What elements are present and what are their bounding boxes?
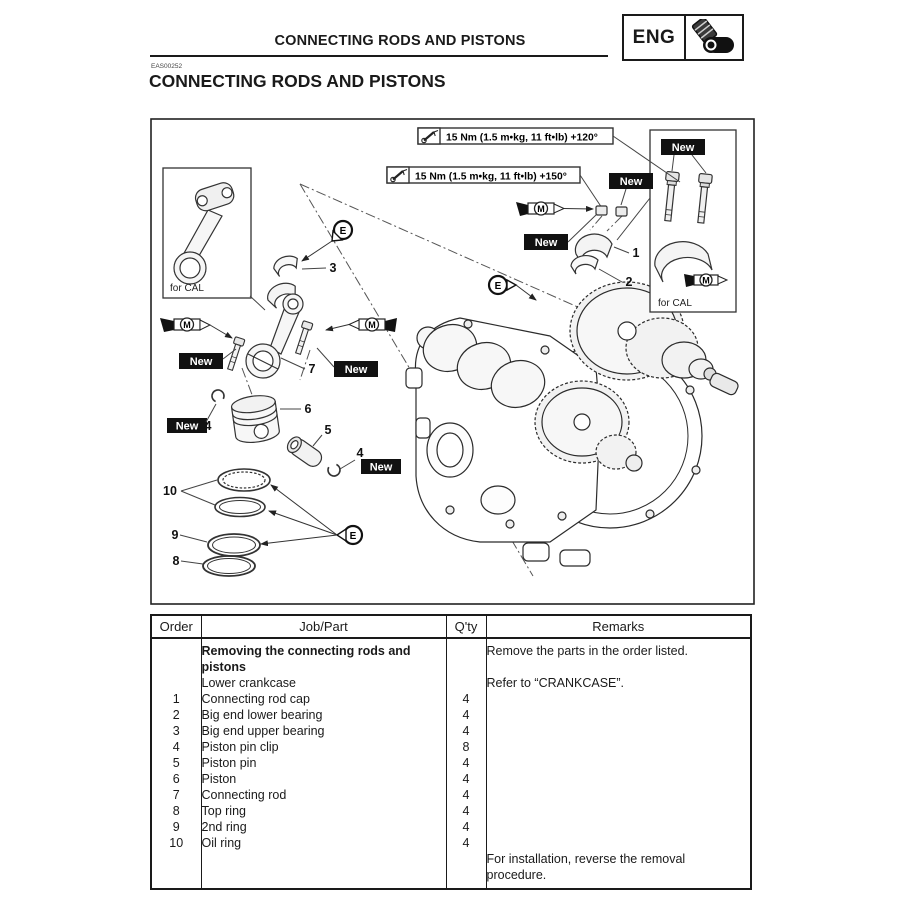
new-label-clip-right: New bbox=[361, 459, 401, 474]
rod-bolt-right bbox=[294, 320, 314, 356]
top-ring bbox=[202, 555, 256, 577]
for-cal-box-left: for CAL bbox=[162, 167, 266, 311]
svg-text:M: M bbox=[702, 276, 710, 286]
rod-cap-hardware bbox=[570, 205, 628, 275]
header-remarks: Remarks bbox=[485, 614, 752, 639]
svg-text:6: 6 bbox=[305, 402, 312, 416]
remarks-column: Remove the parts in the order listed.Ref… bbox=[485, 637, 752, 890]
svg-text:New: New bbox=[176, 421, 199, 433]
svg-text:8: 8 bbox=[173, 554, 180, 568]
section-code: EAS00252 bbox=[151, 63, 183, 70]
callout-8: 8 bbox=[173, 554, 204, 568]
eng-chapter-tab: ENG bbox=[622, 14, 744, 61]
grease-icon-cal: M bbox=[684, 273, 729, 287]
for-cal-label-left: for CAL bbox=[170, 283, 204, 294]
header-rule bbox=[150, 55, 608, 57]
cal-bearing-cap bbox=[654, 241, 713, 283]
header-order: Order bbox=[150, 614, 202, 639]
piston-pin-clip-right bbox=[327, 463, 341, 477]
piston-rings bbox=[202, 468, 271, 577]
page-header-title: CONNECTING RODS AND PISTONS bbox=[274, 33, 526, 49]
svg-text:1: 1 bbox=[633, 246, 640, 260]
table-header-row: Order Job/Part Q'ty Remarks bbox=[150, 614, 752, 639]
callout-3: 3 bbox=[301, 261, 337, 275]
piston-pin bbox=[286, 436, 323, 467]
idler-gear bbox=[534, 380, 643, 472]
svg-text:E: E bbox=[495, 281, 502, 292]
callout-4a: 4 bbox=[205, 403, 217, 433]
svg-text:M: M bbox=[368, 320, 376, 330]
for-cal-label-right: for CAL bbox=[658, 298, 692, 309]
oil-icon-top: E bbox=[487, 274, 537, 301]
grease-icon-left: M bbox=[160, 317, 233, 339]
for-cal-box-right: M for CAL bbox=[616, 129, 737, 313]
eng-tab-label: ENG bbox=[632, 26, 676, 48]
job-title-line2: pistons bbox=[201, 660, 246, 674]
wrench-icon bbox=[421, 129, 439, 144]
exploded-diagram: for CAL bbox=[150, 118, 755, 605]
callout-6: 6 bbox=[280, 402, 312, 416]
svg-text:M: M bbox=[183, 320, 191, 330]
callout-1: 1 bbox=[613, 246, 640, 260]
svg-text:E: E bbox=[340, 226, 347, 237]
oil-icon-rings: E bbox=[260, 484, 364, 547]
new-label-bolt-left: New bbox=[179, 348, 237, 369]
new-label-bolt-right: New bbox=[316, 347, 378, 377]
svg-text:15 Nm (1.5 m•kg, 11 ft•lb) +12: 15 Nm (1.5 m•kg, 11 ft•lb) +120° bbox=[446, 133, 598, 144]
page-title: CONNECTING RODS AND PISTONS bbox=[149, 71, 446, 91]
job-part-column: Removing the connecting rods and pistons… bbox=[200, 637, 447, 890]
callout-9: 9 bbox=[172, 528, 208, 543]
svg-text:15 Nm (1.5 m•kg, 11 ft•lb) +15: 15 Nm (1.5 m•kg, 11 ft•lb) +150° bbox=[415, 172, 567, 183]
svg-text:3: 3 bbox=[330, 261, 337, 275]
new-label-mid: New bbox=[524, 213, 598, 250]
svg-text:5: 5 bbox=[325, 423, 332, 437]
callout-2: 2 bbox=[598, 268, 633, 289]
svg-text:New: New bbox=[620, 176, 643, 188]
svg-text:New: New bbox=[190, 356, 213, 368]
exploded-diagram-svg: for CAL bbox=[150, 118, 755, 605]
oil-icon-bearing: E bbox=[301, 219, 354, 262]
svg-text:New: New bbox=[535, 237, 558, 249]
connecting-rod bbox=[245, 293, 304, 379]
callout-5: 5 bbox=[312, 423, 332, 447]
torque-callout-a: 15 Nm (1.5 m•kg, 11 ft•lb) +120° bbox=[417, 127, 681, 183]
callout-7: 7 bbox=[280, 357, 316, 376]
header-qty: Q'ty bbox=[445, 614, 487, 639]
torque-callout-b: 15 Nm (1.5 m•kg, 11 ft•lb) +150° bbox=[386, 166, 603, 209]
svg-text:New: New bbox=[672, 142, 695, 154]
svg-text:E: E bbox=[350, 531, 357, 542]
piston bbox=[230, 395, 280, 443]
big-end-lower-bearing bbox=[570, 255, 599, 275]
engine-icon bbox=[684, 16, 742, 59]
svg-text:New: New bbox=[345, 364, 368, 376]
wrench-icon bbox=[390, 168, 408, 183]
new-label-clip-left: New bbox=[167, 418, 207, 433]
grease-icon-right: M bbox=[325, 317, 397, 332]
svg-text:4: 4 bbox=[205, 419, 212, 433]
svg-text:10: 10 bbox=[163, 484, 177, 498]
callout-10: 10 bbox=[163, 479, 218, 506]
grease-icon-top: M bbox=[516, 201, 594, 216]
svg-text:2: 2 bbox=[626, 275, 633, 289]
svg-text:New: New bbox=[370, 462, 393, 474]
callout-numbers: 1 2 3 4 4 5 6 7 8 9 10 bbox=[163, 246, 639, 568]
new-label-cal: New bbox=[661, 139, 707, 174]
job-title-line1: Removing the connecting rods and bbox=[201, 644, 411, 658]
rod-bolt-left bbox=[226, 336, 246, 372]
header-job-part: Job/Part bbox=[200, 614, 447, 639]
svg-text:7: 7 bbox=[309, 362, 316, 376]
svg-text:M: M bbox=[537, 204, 545, 214]
callout-4b: 4 bbox=[339, 446, 364, 470]
connecting-rod-cal bbox=[173, 182, 235, 285]
piston-pin-clip-left bbox=[211, 389, 225, 403]
new-labels: New New New New New New New bbox=[167, 139, 707, 474]
svg-text:4: 4 bbox=[357, 446, 364, 460]
svg-text:9: 9 bbox=[172, 528, 179, 542]
new-label-top: New bbox=[609, 173, 653, 206]
